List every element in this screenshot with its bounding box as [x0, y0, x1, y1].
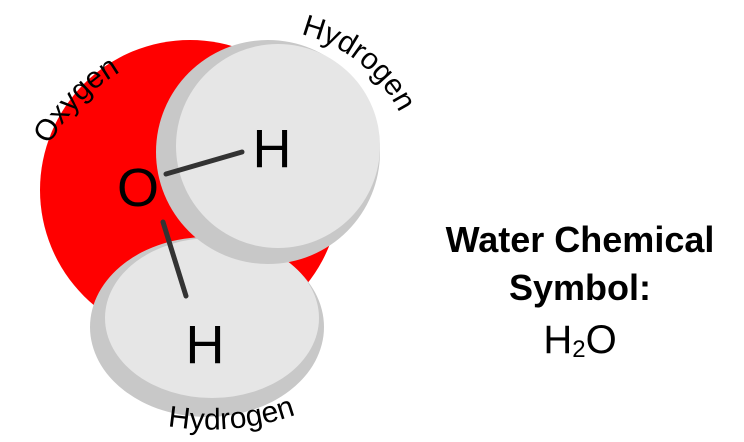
hydrogen-bottom-symbol: H	[186, 315, 225, 375]
caption-title: Water Chemical	[445, 219, 715, 260]
oxygen-symbol: O	[117, 158, 159, 218]
hydrogen-top-symbol: H	[253, 119, 292, 179]
hydrogen-atom-bottom	[90, 237, 324, 417]
chemical-formula: H2O	[420, 314, 740, 376]
caption: Water Chemical Symbol: H2O	[420, 216, 740, 376]
bond-top	[163, 149, 245, 177]
formula-subscript: 2	[572, 336, 586, 363]
bond-bottom	[160, 219, 189, 299]
hydrogen-atom-top	[156, 40, 380, 264]
caption-subtitle: Symbol:	[508, 267, 651, 308]
formula-tail: O	[585, 318, 617, 362]
formula-main: H	[543, 318, 573, 362]
